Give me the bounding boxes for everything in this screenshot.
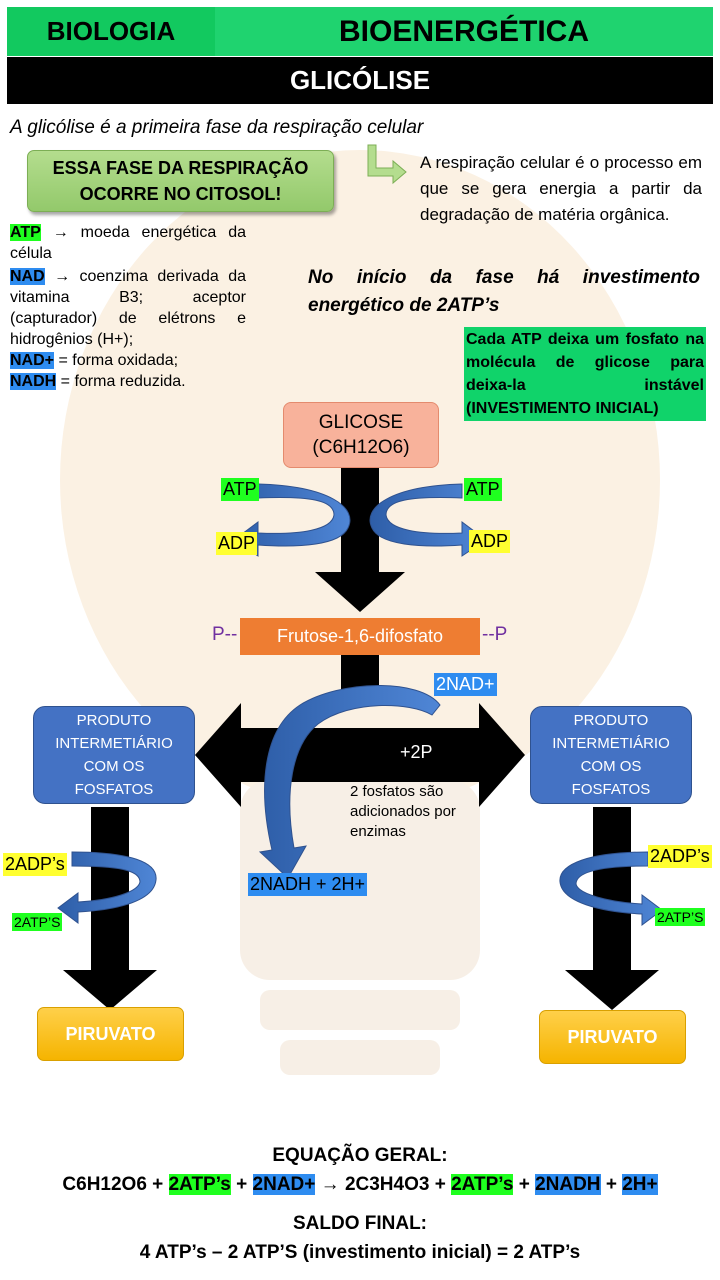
subject-header: BIOLOGIA	[7, 7, 215, 56]
def-nad: NAD → coenzima derivada da vitamina B3; …	[10, 266, 246, 350]
nadh-term: NADH	[10, 373, 57, 390]
intermediate-line2: INTERMETIÁRIO	[552, 735, 670, 752]
nadh-output-label: 2NADH + 2H+	[248, 873, 368, 896]
eq-plus: +	[605, 1174, 617, 1195]
pyruvate-left: PIRUVATO	[37, 1007, 184, 1061]
equation-label: EQUAÇÃO GERAL:	[272, 1145, 448, 1166]
def-nadplus: NAD+ = forma oxidada;	[10, 350, 246, 371]
topic-header: BIOENERGÉTICA	[215, 7, 713, 56]
intro-bent-arrow	[367, 144, 407, 185]
intermediate-line1: PRODUTO	[76, 712, 152, 729]
general-equation: C6H12O6 + 2ATP’s + 2NAD+ → 2C3H4O3 + 2AT…	[0, 1174, 720, 1196]
phase-location-box: ESSA FASE DA RESPIRAÇÃO OCORRE NO CITOSO…	[27, 150, 334, 212]
plus-2p-label: +2P	[400, 742, 433, 762]
nad-input-label: 2NAD+	[434, 673, 497, 696]
intermediate-line3: COM OS	[580, 758, 642, 775]
intermediate-line1: PRODUTO	[573, 712, 649, 729]
eq-nadh: 2NADH	[535, 1174, 601, 1195]
nadh-text: = forma reduzida.	[56, 373, 186, 390]
nad-text: coenzima derivada da vitamina B3; acepto…	[10, 268, 246, 348]
nad-nadh-curve	[258, 685, 441, 879]
intermediate-line2: INTERMETIÁRIO	[55, 735, 173, 752]
adp-right-label: ADP	[469, 530, 511, 553]
atp-adp-curve-right	[369, 483, 487, 557]
def-atp: ATP → moeda energética da célula	[10, 222, 246, 264]
right-adp-atp-curve	[559, 851, 663, 926]
adp-left-label: ADP	[216, 532, 258, 555]
phosphate-right: --P	[482, 624, 508, 645]
phosphate-note: 2 fosfatos são adicionados por enzimas	[350, 783, 456, 840]
balance-label: SALDO FINAL:	[292, 1213, 428, 1234]
right-adp-label: 2ADP’s	[648, 845, 712, 868]
arrow-icon: →	[54, 268, 71, 285]
eq-plus: +	[236, 1174, 248, 1195]
eq-atp-in: 2ATP’s	[168, 1174, 231, 1195]
investment-text: No início da fase há investimento energé…	[308, 267, 700, 316]
nadplus-text: = forma oxidada;	[54, 352, 179, 369]
nad-term: NAD	[10, 268, 45, 285]
glucose-box: GLICOSE (C6H12O6)	[283, 402, 439, 468]
glucose-name: GLICOSE	[318, 412, 404, 433]
left-adp-atp-curve	[57, 851, 157, 924]
atp-term: ATP	[10, 224, 41, 241]
eq-plus: +	[518, 1174, 530, 1195]
phase-box-line2: OCORRE NO CITOSOL!	[79, 184, 282, 204]
definitions-list: ATP → moeda energética da célula NAD → c…	[10, 222, 246, 392]
arrow-icon: →	[320, 1174, 340, 1195]
eq-pyruvate: 2C3H4O3 +	[344, 1174, 446, 1195]
glucose-formula: (C6H12O6)	[312, 437, 410, 458]
atp-text: moeda energética da célula	[10, 224, 246, 262]
fructose-box: Frutose-1,6-difosfato	[240, 618, 480, 655]
page-title: GLICÓLISE	[7, 57, 713, 104]
left-adp-label: 2ADP’s	[3, 853, 67, 876]
eq-nad: 2NAD+	[252, 1174, 316, 1195]
pyruvate-right: PIRUVATO	[539, 1010, 686, 1064]
arrow-icon: →	[52, 224, 69, 241]
right-atp-label: 2ATP’S	[655, 908, 706, 926]
intermediate-line3: COM OS	[83, 758, 145, 775]
intermediate-box-left: PRODUTO INTERMETIÁRIO COM OS FOSFATOS	[33, 706, 195, 804]
phase-box-line1: ESSA FASE DA RESPIRAÇÃO	[52, 158, 309, 178]
atp-adp-curve-left	[233, 483, 351, 557]
def-nadh: NADH = forma reduzida.	[10, 371, 246, 392]
respiration-definition: A respiração celular é o processo em que…	[420, 153, 702, 224]
nadplus-term: NAD+	[10, 352, 55, 369]
intermediate-line4: FOSFATOS	[571, 781, 651, 798]
eq-atp-out: 2ATP’s	[451, 1174, 514, 1195]
intermediate-line4: FOSFATOS	[74, 781, 154, 798]
left-atp-label: 2ATP’S	[12, 913, 63, 931]
eq-glucose: C6H12O6 +	[62, 1174, 164, 1195]
phosphate-left: P--	[212, 624, 238, 645]
intro-text: A glicólise é a primeira fase da respira…	[10, 117, 424, 138]
investment-note: Cada ATP deixa um fosfato na molécula de…	[464, 327, 706, 421]
balance-text: 4 ATP’s – 2 ATP’S (investimento inicial)…	[139, 1242, 581, 1263]
eq-h: 2H+	[622, 1174, 658, 1195]
intermediate-box-right: PRODUTO INTERMETIÁRIO COM OS FOSFATOS	[530, 706, 692, 804]
atp-right-label: ATP	[464, 478, 502, 501]
main-down-arrow	[315, 466, 405, 612]
atp-left-label: ATP	[221, 478, 259, 501]
